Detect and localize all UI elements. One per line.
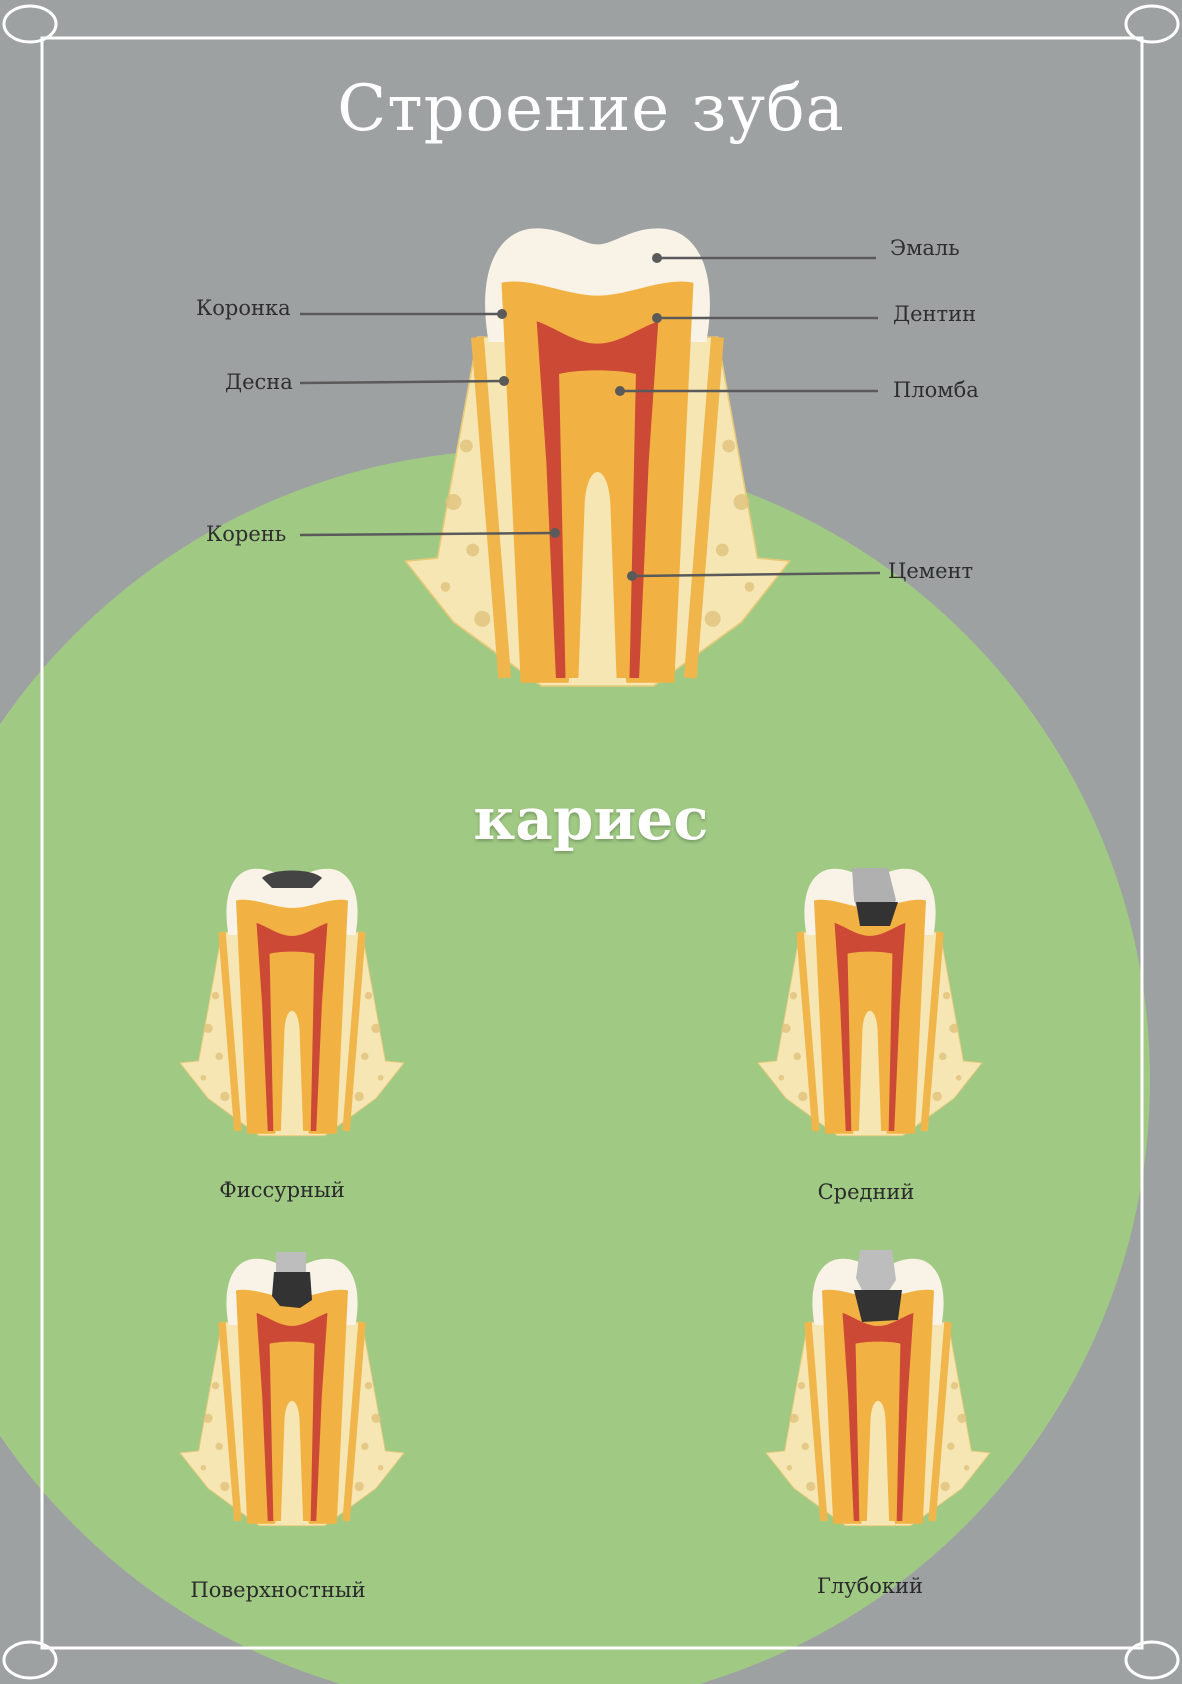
main-tooth-illustration (406, 228, 790, 686)
label-dentin: Дентин (893, 302, 977, 326)
label-filling: Пломба (893, 378, 979, 402)
caption-surface: Поверхностный (190, 1578, 366, 1602)
tooth-fissure (180, 869, 404, 1136)
tooth-medium (758, 868, 982, 1136)
tooth-surface (180, 1252, 404, 1526)
tooth-deep (766, 1250, 990, 1526)
caption-deep: Глубокий (816, 1574, 923, 1598)
leader-dots (497, 253, 662, 581)
label-root: Корень (206, 522, 287, 546)
label-enamel: Эмаль (890, 236, 960, 260)
caption-fissure: Фиссурный (219, 1178, 345, 1202)
label-crown: Коронка (196, 296, 291, 320)
decorative-frame (2, 4, 1180, 1680)
label-cement: Цемент (888, 559, 974, 583)
page-title: Строение зуба (337, 72, 845, 146)
caries-heading: кариес (473, 785, 709, 853)
leader-lines (299, 256, 881, 578)
caption-medium: Средний (817, 1180, 915, 1204)
label-gum: Десна (225, 370, 293, 394)
